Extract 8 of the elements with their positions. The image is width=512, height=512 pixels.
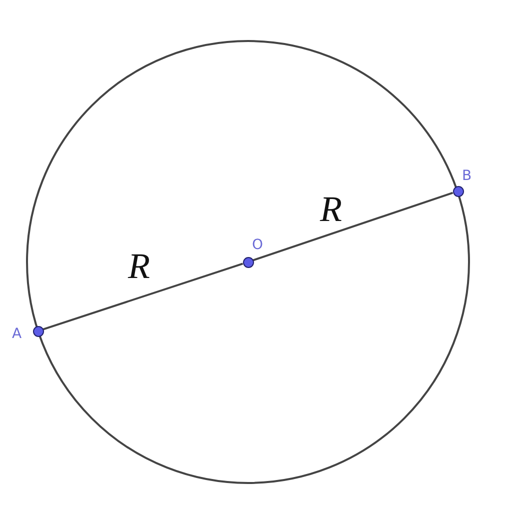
point-dot (452, 186, 464, 196)
point-dot (32, 326, 44, 336)
line-segment (42, 262, 244, 330)
point-label: A (12, 326, 22, 342)
point-label: B (462, 168, 472, 184)
point-label: O (252, 237, 264, 253)
line-segment (252, 192, 454, 262)
point-dot (242, 256, 254, 268)
